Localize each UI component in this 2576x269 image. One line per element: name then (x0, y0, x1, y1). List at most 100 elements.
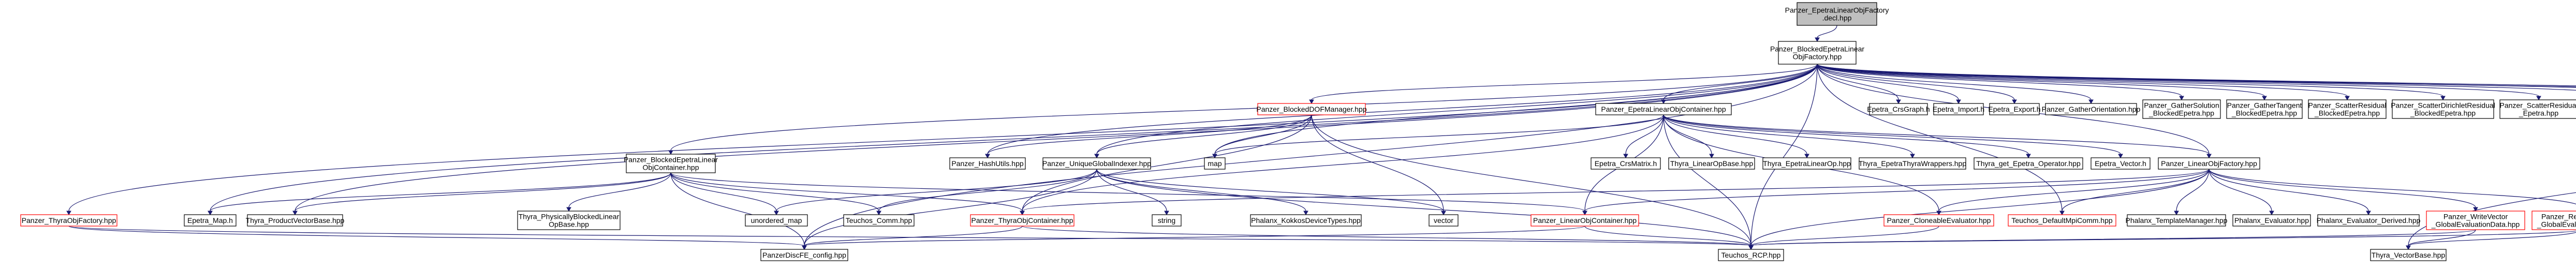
node-box[interactable] (2317, 214, 2420, 227)
node-export[interactable]: Epetra_Export.h (1988, 103, 2041, 115)
node-box[interactable] (2499, 99, 2576, 119)
node-box[interactable] (1250, 214, 1362, 227)
node-box[interactable] (949, 157, 1026, 170)
node-label: Phalanx_TemplateManager.hpp (2126, 216, 2228, 225)
node-map[interactable]: map (1204, 157, 1226, 170)
node-box[interactable] (1668, 157, 1755, 170)
node-phxEval[interactable]: Phalanx_Evaluator.hpp (2232, 214, 2311, 227)
node-box[interactable] (1869, 103, 1928, 115)
node-config[interactable]: PanzerDiscFE_config.hpp (760, 249, 848, 261)
node-box[interactable] (2226, 99, 2303, 119)
node-thyraELO[interactable]: Thyra_EpetraLinearOp.hpp (1762, 157, 1851, 170)
node-box[interactable] (2008, 214, 2116, 227)
node-crsgraph[interactable]: Epetra_CrsGraph.h (1867, 103, 1930, 115)
node-emap[interactable]: Epetra_Map.h (184, 214, 237, 227)
node-box[interactable] (2232, 214, 2311, 227)
node-thyraVB[interactable]: Thyra_VectorBase.hpp (2370, 249, 2447, 261)
node-box[interactable] (1974, 157, 2083, 170)
node-box[interactable] (1530, 214, 1639, 227)
node-box[interactable] (2308, 99, 2387, 119)
node-uniqueGI[interactable]: Panzer_UniqueGlobalIndexer.hpp (1042, 157, 1151, 170)
node-box[interactable] (1762, 157, 1851, 170)
node-blockedELOC[interactable]: Panzer_BlockedEpetraLinearObjContainer.h… (624, 154, 718, 173)
node-box[interactable] (1933, 103, 1984, 115)
node-box[interactable] (745, 214, 808, 227)
node-box[interactable] (970, 214, 1074, 227)
node-gatherTanB[interactable]: Panzer_GatherTangent_BlockedEpetra.hpp (2226, 99, 2303, 119)
node-scatResE[interactable]: Panzer_ScatterResidual_Epetra.hpp (2499, 99, 2576, 119)
node-box[interactable] (1204, 157, 1226, 170)
node-box[interactable] (184, 214, 237, 227)
node-box[interactable] (1989, 103, 2040, 115)
node-box[interactable] (247, 214, 343, 227)
node-thyraLOB[interactable]: Thyra_LinearOpBase.hpp (1668, 157, 1755, 170)
node-thyraETW[interactable]: Thyra_EpetraThyraWrappers.hpp (1859, 157, 1966, 170)
node-evector[interactable]: Epetra_Vector.h (2091, 157, 2151, 170)
node-thyraPVB[interactable]: Thyra_ProductVectorBase.hpp (246, 214, 345, 227)
node-box[interactable] (20, 214, 117, 227)
node-linObjFac[interactable]: Panzer_LinearObjFactory.hpp (2158, 157, 2260, 170)
node-defMpiComm[interactable]: Teuchos_DefaultMpiComm.hpp (2008, 214, 2116, 227)
node-thyraOF[interactable]: Panzer_ThyraObjFactory.hpp (20, 214, 117, 227)
node-vector[interactable]: vector (1429, 214, 1459, 227)
node-box[interactable] (2091, 157, 2151, 170)
node-box[interactable] (1152, 214, 1182, 227)
node-box[interactable] (1797, 2, 1877, 26)
node-epetraLOC[interactable]: Panzer_EpetraLinearObjContainer.hpp (1595, 103, 1732, 115)
node-box[interactable] (1591, 157, 1661, 170)
node-scatResB[interactable]: Panzer_ScatterResidual_BlockedEpetra.hpp (2308, 99, 2387, 119)
node-cloneEval[interactable]: Panzer_CloneableEvaluator.hpp (1883, 214, 1994, 227)
node-string[interactable]: string (1152, 214, 1182, 227)
arrowhead (1896, 99, 1901, 104)
node-unordmap[interactable]: unordered_map (745, 214, 808, 227)
node-box[interactable] (2392, 99, 2494, 119)
node-rcp[interactable]: Teuchos_RCP.hpp (1718, 249, 1784, 261)
node-root[interactable]: Panzer_EpetraLinearObjFactory.decl.hpp (1785, 2, 1889, 26)
edge-thyraOC-rcp (1022, 226, 1751, 246)
node-box[interactable] (1042, 157, 1151, 170)
node-box[interactable] (517, 211, 621, 230)
node-import[interactable]: Epetra_Import.h (1933, 103, 1984, 115)
node-phalanxKDT[interactable]: Phalanx_KokkosDeviceTypes.hpp (1250, 214, 1362, 227)
node-gatherOrient[interactable]: Panzer_GatherOrientation.hpp (2042, 103, 2141, 115)
node-box[interactable] (2370, 249, 2447, 261)
node-label: Panzer_GatherTangent (2227, 101, 2302, 110)
node-box[interactable] (760, 249, 848, 261)
node-thyraGEO[interactable]: Thyra_get_Epetra_Operator.hpp (1974, 157, 2083, 170)
node-box[interactable] (2158, 157, 2260, 170)
node-box[interactable] (2142, 99, 2221, 119)
node-teuchosComm[interactable]: Teuchos_Comm.hpp (843, 214, 915, 227)
node-box[interactable] (843, 214, 915, 227)
edge-blocked-scatDirE (1817, 64, 2576, 91)
node-box[interactable] (1883, 214, 1994, 227)
node-box[interactable] (1429, 214, 1459, 227)
edge-blockedELOC-unordmap (670, 172, 777, 212)
node-box[interactable] (1257, 103, 1366, 115)
node-crsmatrix[interactable]: Epetra_CrsMatrix.h (1591, 157, 1661, 170)
node-box[interactable] (1595, 103, 1732, 115)
node-box[interactable] (626, 154, 716, 173)
node-label: Panzer_BlockedDOFManager.hpp (1256, 105, 1366, 113)
node-box[interactable] (2426, 211, 2525, 230)
node-thyraOC[interactable]: Panzer_ThyraObjContainer.hpp (970, 214, 1074, 227)
edge-linObjFac-linObjCont (1584, 169, 2210, 212)
edge-uniqueGI-config (804, 169, 1097, 246)
node-box[interactable] (1718, 249, 1784, 261)
node-box[interactable] (1778, 41, 1857, 65)
node-box[interactable] (2045, 103, 2137, 115)
node-gatherSolB[interactable]: Panzer_GatherSolution_BlockedEpetra.hpp (2142, 99, 2221, 119)
arrowhead (876, 211, 881, 216)
node-writeVec[interactable]: Panzer_WriteVector_GlobalEvaluationData.… (2426, 211, 2525, 230)
node-scatDirB[interactable]: Panzer_ScatterDirichletResidual_BlockedE… (2391, 99, 2495, 119)
node-readOnly[interactable]: Panzer_ReadOnlyVector_GlobalEvaluationDa… (2531, 211, 2576, 230)
node-box[interactable] (2531, 211, 2576, 230)
node-box[interactable] (2127, 214, 2226, 227)
node-box[interactable] (1859, 157, 1966, 170)
node-phxTM[interactable]: Phalanx_TemplateManager.hpp (2126, 214, 2228, 227)
node-phxEvalDer[interactable]: Phalanx_Evaluator_Derived.hpp (2317, 214, 2421, 227)
node-linObjCont[interactable]: Panzer_LinearObjContainer.hpp (1530, 214, 1639, 227)
node-blockedDOF[interactable]: Panzer_BlockedDOFManager.hpp (1256, 103, 1367, 115)
node-hashutils[interactable]: Panzer_HashUtils.hpp (949, 157, 1026, 170)
